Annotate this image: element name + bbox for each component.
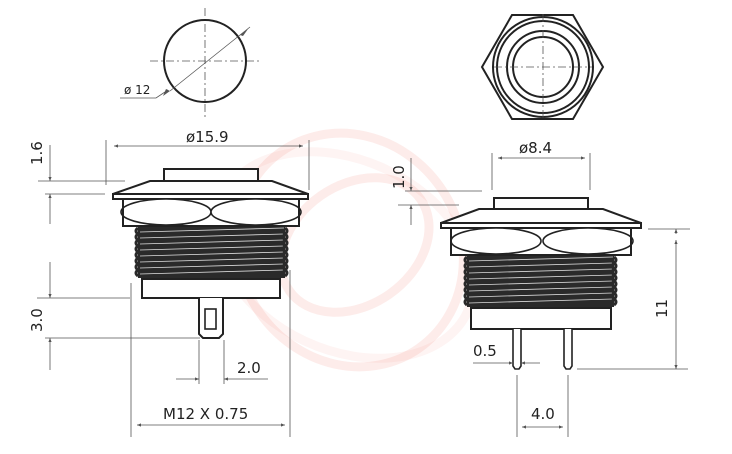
pin-pitch-label: 4.0 (531, 405, 555, 423)
cutout-diameter-label: ø 12 (124, 83, 150, 97)
panel-cutout-view: ø 12 (120, 8, 260, 118)
cap-diameter-label: ø8.4 (519, 139, 552, 157)
pin-diameter-label: 0.5 (473, 342, 497, 360)
watermark-logo (211, 128, 479, 372)
thread-spec-label: M12 X 0.75 (163, 405, 248, 423)
cap-height-label: 1.6 (28, 141, 46, 165)
side-view-solder-lug: ø15.9 1.6 3.0 2.0 M12 X 0.75 (28, 128, 310, 437)
right-cap-height-label: 1.0 (390, 165, 408, 189)
side-view-pin-terminals: ø8.4 1.0 11 0.5 4.0 (390, 139, 690, 437)
terminal-width-label: 2.0 (237, 359, 261, 377)
hex-front-view (480, 14, 605, 120)
body-length-label: 11 (653, 299, 671, 318)
head-diameter-label: ø15.9 (186, 128, 229, 146)
terminal-length-label: 3.0 (28, 308, 46, 332)
